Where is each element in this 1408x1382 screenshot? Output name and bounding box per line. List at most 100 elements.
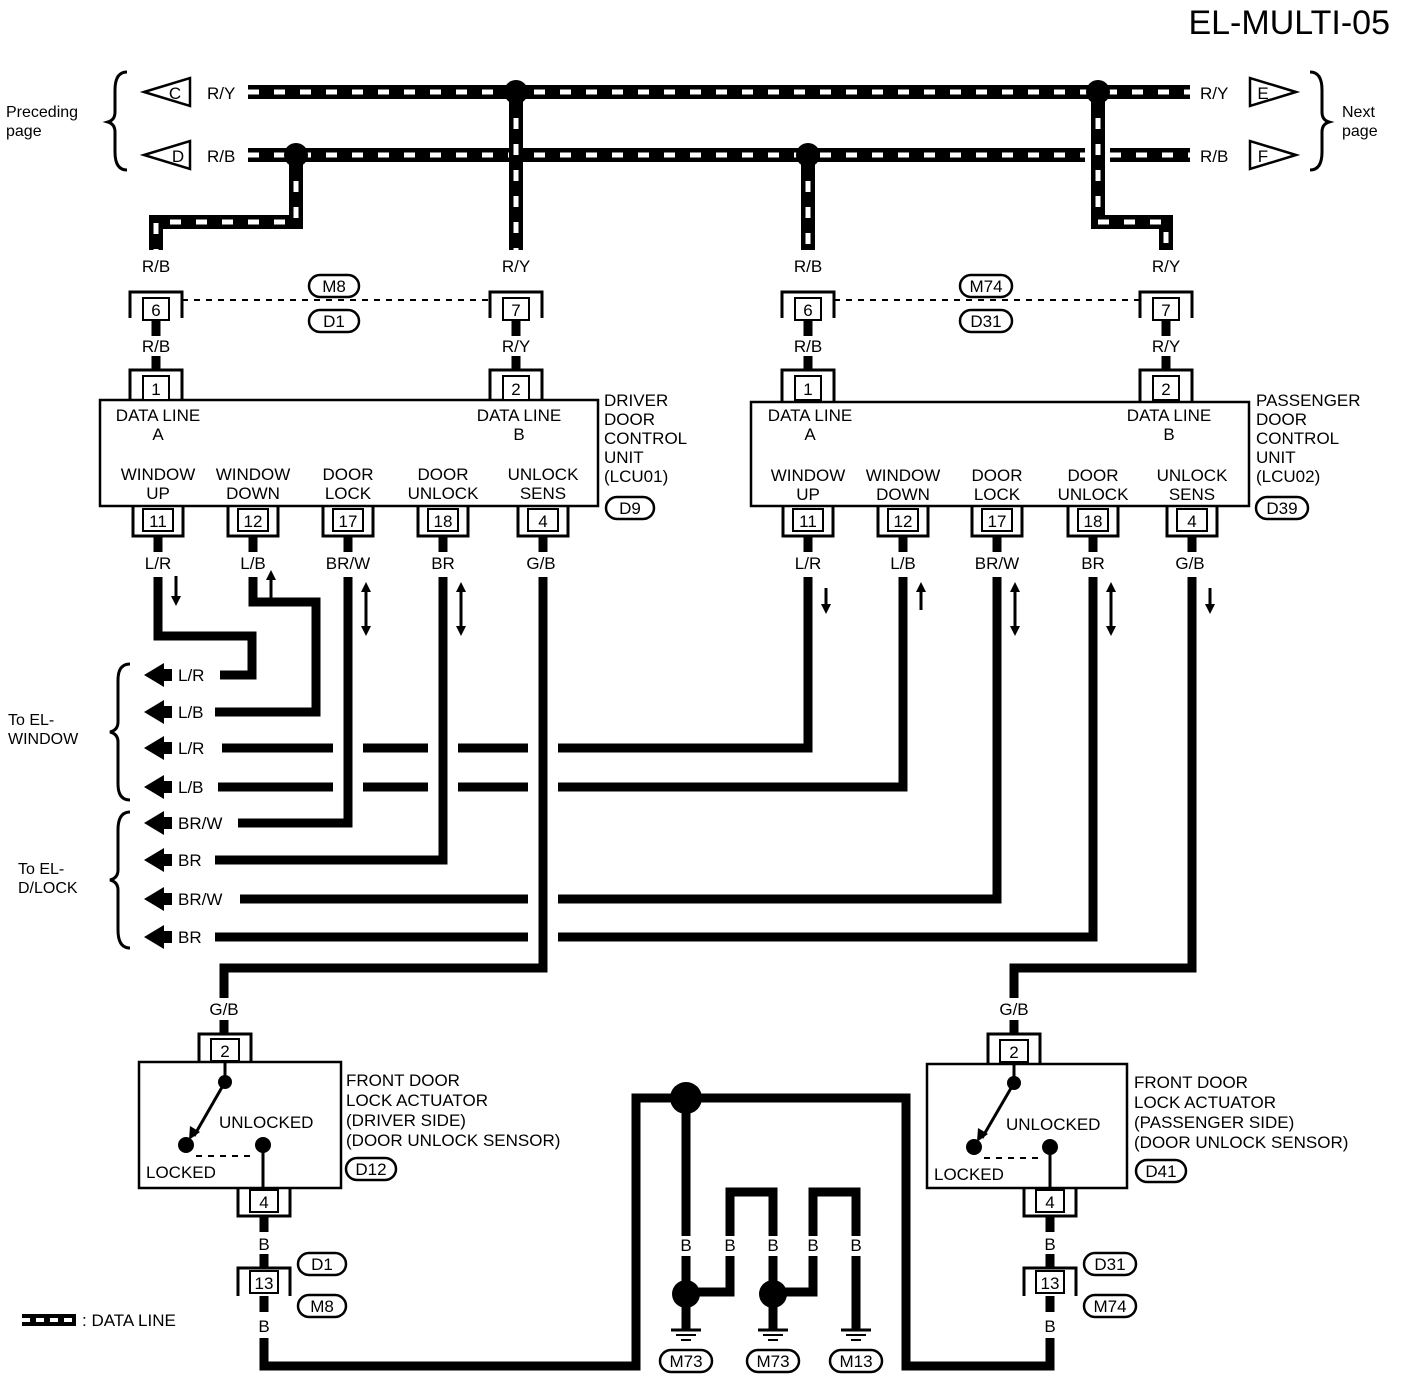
ground-symbol-m73-b: M73	[745, 1328, 801, 1374]
svg-text:A: A	[804, 425, 816, 444]
svg-text:C: C	[169, 84, 181, 103]
wire-color: R/B	[794, 257, 822, 276]
svg-text:M73: M73	[756, 1352, 789, 1371]
wire-color: B	[1044, 1317, 1055, 1336]
svg-text:B: B	[1163, 425, 1174, 444]
svg-text:D1: D1	[311, 1255, 333, 1274]
passenger-door-control-unit: 1 2 DATA LINE A DATA LINE B WINDOW UP WI…	[749, 368, 1361, 538]
svg-text:LOCKED: LOCKED	[146, 1163, 216, 1182]
svg-text:D41: D41	[1145, 1162, 1176, 1181]
svg-text:4: 4	[1187, 512, 1196, 531]
wire-color-rb-right: R/B	[1200, 147, 1228, 166]
svg-text:DOOR: DOOR	[1068, 466, 1119, 485]
svg-text:BR: BR	[178, 851, 202, 870]
svg-text:1: 1	[803, 380, 812, 399]
wire-color: R/B	[142, 337, 170, 356]
svg-text:M8: M8	[322, 277, 346, 296]
splice-dot	[1086, 80, 1110, 104]
svg-text:BR/W: BR/W	[178, 814, 222, 833]
svg-text:4: 4	[538, 512, 547, 531]
svg-text:WINDOW: WINDOW	[771, 466, 846, 485]
svg-text:SENS: SENS	[520, 484, 566, 503]
svg-text:DOOR: DOOR	[323, 465, 374, 484]
preceding-page-label: Preceding page	[6, 70, 128, 172]
svg-text:2: 2	[1161, 380, 1170, 399]
wire-color: BR/W	[326, 554, 370, 573]
connector-flag-e: E	[1248, 76, 1301, 108]
svg-text:LOCK: LOCK	[325, 484, 372, 503]
svg-text:17: 17	[988, 512, 1007, 531]
connector-flag-d: D	[139, 139, 192, 171]
svg-text:M74: M74	[969, 277, 1002, 296]
ground-wiring	[259, 1082, 1055, 1371]
svg-text:F: F	[1258, 147, 1268, 166]
signal-direction-arrows	[171, 570, 1215, 636]
svg-text:4: 4	[259, 1193, 268, 1212]
wire-color: L/R	[795, 554, 821, 573]
wire-color: BR/W	[975, 554, 1019, 573]
svg-text:D9: D9	[619, 499, 641, 518]
svg-text:4: 4	[1045, 1193, 1054, 1212]
svg-text:UNLOCKED: UNLOCKED	[219, 1113, 313, 1132]
svg-text:DRIVER: DRIVER	[604, 391, 668, 410]
driver-door-lock-actuator: 2 UNLOCKED LOCKED FRONT DOOR LOCK ACTUAT…	[137, 1032, 560, 1218]
svg-text:DOOR: DOOR	[604, 410, 655, 429]
svg-text:PASSENGER: PASSENGER	[1256, 391, 1361, 410]
svg-text:BR/W: BR/W	[178, 890, 222, 909]
wire-color: B	[850, 1236, 861, 1255]
svg-text:FRONT DOOR: FRONT DOOR	[346, 1071, 460, 1090]
wire-color-ry-left: R/Y	[207, 84, 235, 103]
ground-symbol-m13: M13	[828, 1328, 884, 1374]
svg-text:DOWN: DOWN	[876, 485, 930, 504]
svg-text:UNLOCK: UNLOCK	[508, 465, 580, 484]
wire-color: R/B	[794, 337, 822, 356]
svg-text:7: 7	[511, 301, 520, 320]
svg-text:DOWN: DOWN	[226, 484, 280, 503]
svg-text:BR: BR	[178, 928, 202, 947]
wire-color: G/B	[999, 1000, 1028, 1019]
wire-color: B	[258, 1317, 269, 1336]
svg-text:To EL-: To EL-	[8, 712, 54, 729]
svg-text:L/B: L/B	[178, 703, 204, 722]
joint-connector-m8-d1: 6 7 M8 D1	[128, 273, 544, 334]
connector-flag-f: F	[1248, 139, 1301, 171]
svg-text:WINDOW: WINDOW	[866, 466, 941, 485]
svg-text:M8: M8	[310, 1297, 334, 1316]
connector-d1-m8-pin13: 13 D1 M8	[236, 1251, 348, 1319]
wire-color: L/B	[240, 554, 266, 573]
svg-text:L/R: L/R	[178, 666, 204, 685]
svg-text:M74: M74	[1093, 1297, 1126, 1316]
ground-symbol-m73-a: M73	[658, 1328, 714, 1374]
splice-dot	[504, 80, 528, 104]
svg-text:SENS: SENS	[1169, 485, 1215, 504]
splice-dot	[284, 143, 308, 167]
svg-text:UP: UP	[146, 484, 170, 503]
svg-text:: DATA LINE: : DATA LINE	[82, 1311, 176, 1330]
svg-text:B: B	[513, 425, 524, 444]
svg-text:11: 11	[799, 512, 817, 531]
svg-text:(LCU02): (LCU02)	[1256, 467, 1320, 486]
wire-color: G/B	[1175, 554, 1204, 573]
svg-text:WINDOW: WINDOW	[216, 465, 291, 484]
svg-text:Preceding: Preceding	[6, 104, 78, 121]
svg-text:LOCK ACTUATOR: LOCK ACTUATOR	[1134, 1093, 1276, 1112]
svg-text:UNLOCK: UNLOCK	[408, 484, 480, 503]
svg-text:To EL-: To EL-	[18, 861, 64, 878]
svg-text:7: 7	[1161, 301, 1170, 320]
svg-text:WINDOW: WINDOW	[8, 731, 79, 748]
svg-text:(DOOR UNLOCK SENSOR): (DOOR UNLOCK SENSOR)	[1134, 1133, 1348, 1152]
svg-text:D31: D31	[1094, 1255, 1125, 1274]
wire-color: BR	[1081, 554, 1105, 573]
svg-text:12: 12	[894, 512, 913, 531]
wire-color: G/B	[209, 1000, 238, 1019]
svg-text:A: A	[152, 425, 164, 444]
svg-text:Next: Next	[1342, 104, 1375, 121]
svg-text:(LCU01): (LCU01)	[604, 467, 668, 486]
connector-d31-m74-pin13: 13 D31 M74	[1022, 1251, 1138, 1319]
svg-text:UNLOCK: UNLOCK	[1058, 485, 1130, 504]
wire-color: R/Y	[502, 337, 530, 356]
svg-text:13: 13	[255, 1274, 274, 1293]
svg-text:DATA LINE: DATA LINE	[116, 406, 200, 425]
svg-text:M13: M13	[839, 1352, 872, 1371]
wire-color-rb-left: R/B	[207, 147, 235, 166]
